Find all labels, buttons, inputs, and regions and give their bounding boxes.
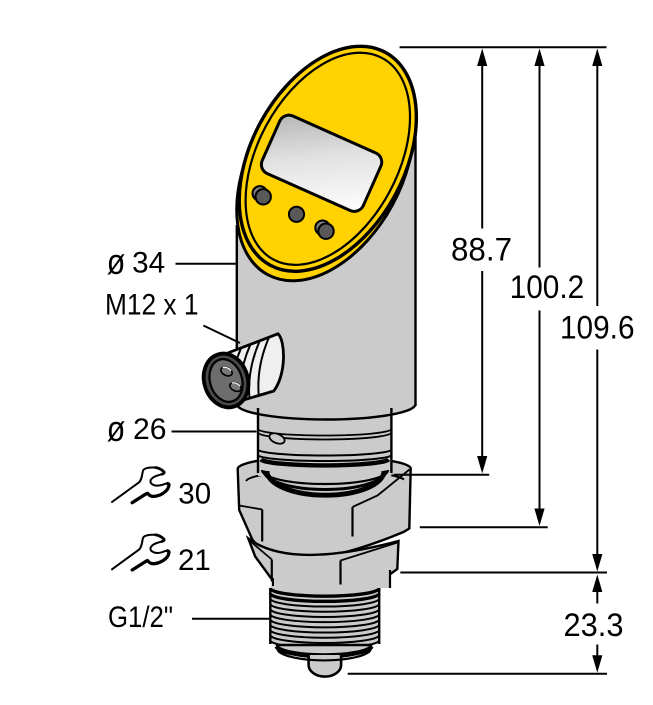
svg-text:M12 x 1: M12 x 1 [105, 288, 199, 321]
svg-text:G1/2": G1/2" [108, 601, 173, 634]
svg-text:100.2: 100.2 [510, 269, 585, 305]
svg-text:ø: ø [107, 408, 126, 449]
svg-text:34: 34 [132, 247, 165, 280]
svg-text:23.3: 23.3 [564, 607, 624, 643]
svg-text:21: 21 [178, 544, 211, 577]
svg-text:88.7: 88.7 [451, 232, 512, 268]
svg-text:26: 26 [133, 413, 167, 446]
svg-text:ø: ø [107, 241, 126, 282]
svg-text:30: 30 [178, 478, 211, 511]
svg-text:109.6: 109.6 [560, 310, 635, 346]
